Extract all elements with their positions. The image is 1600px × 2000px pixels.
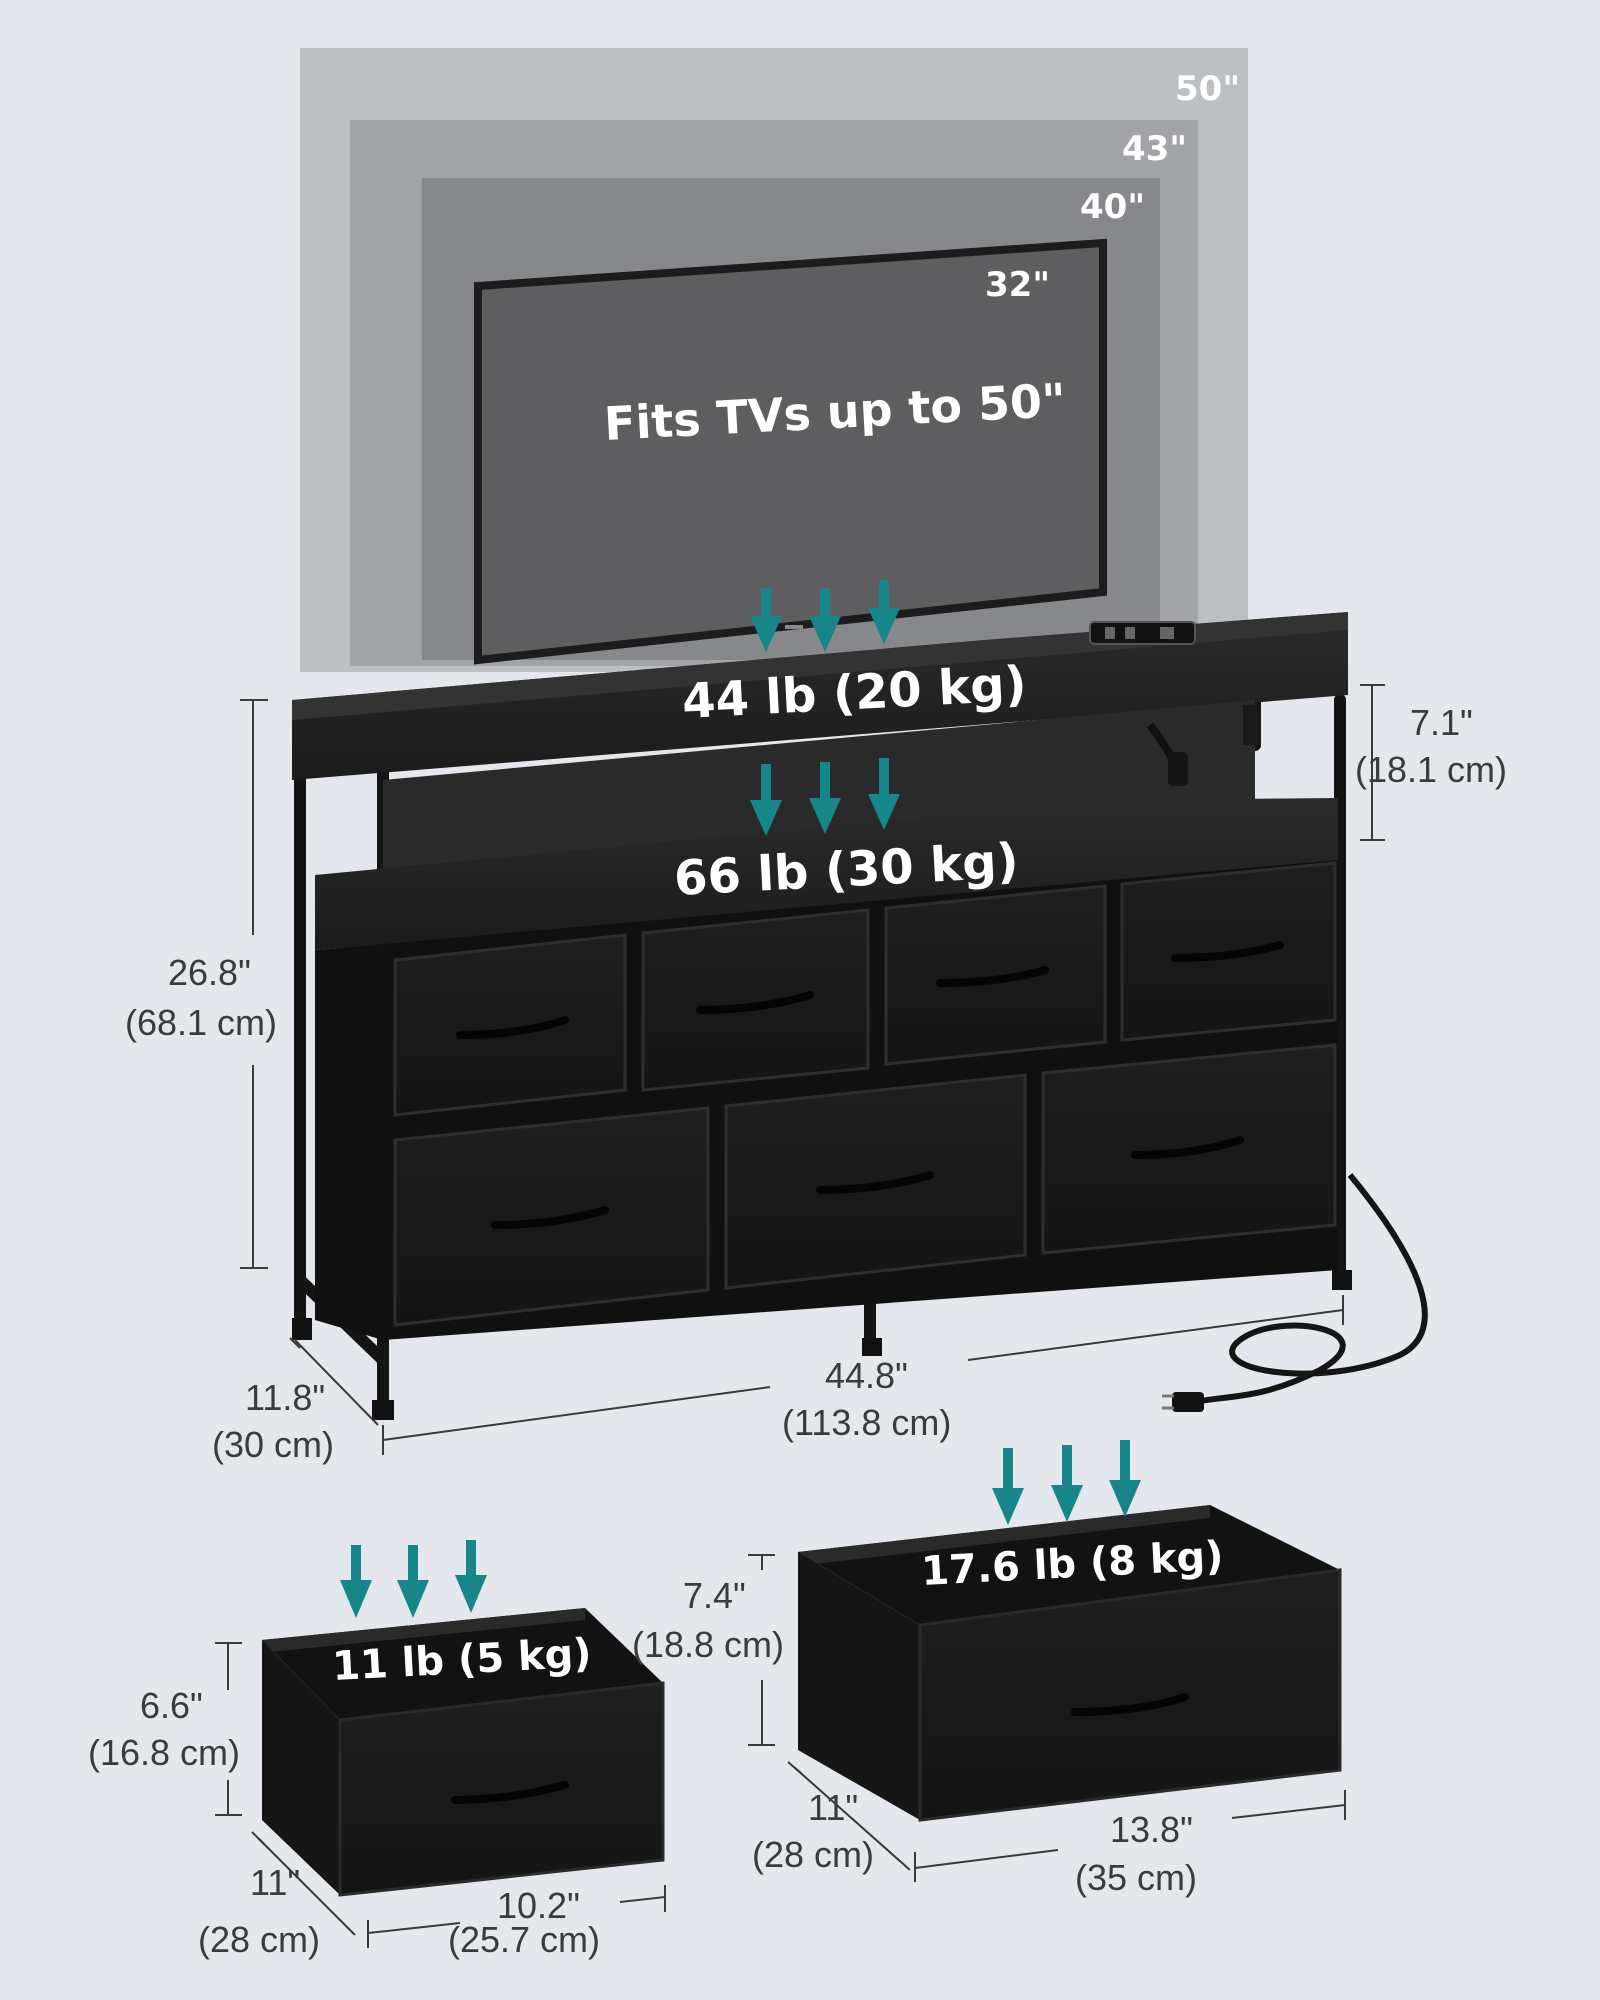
dresser (292, 612, 1428, 1420)
dresser-shelf (315, 798, 1338, 950)
large-bin-depth-cm: (28 cm) (752, 1834, 874, 1875)
power-cord (1194, 1173, 1428, 1405)
tv-size-43-label: 43" (1122, 129, 1187, 169)
large-bin-height-inches: 7.4" (683, 1575, 746, 1616)
large-bin-width-inches: 13.8" (1110, 1809, 1193, 1850)
tv-size-50-label: 50" (1175, 69, 1240, 109)
height-dimension (240, 699, 268, 1269)
width-dimension (382, 1295, 1344, 1455)
tv-size-40-label: 40" (1080, 187, 1145, 227)
drawer-upper-1 (393, 933, 627, 1117)
height-cm: (68.1 cm) (125, 1002, 277, 1043)
load-arrows-large-bin (992, 1440, 1141, 1525)
shelf-gap-inches: 7.1" (1410, 702, 1473, 743)
tv-size-32-label: 32" (985, 265, 1050, 305)
load-arrows-top (750, 580, 900, 652)
large-bin-depth-inches: 11" (808, 1787, 858, 1828)
large-bin-width-dimension (914, 1790, 1346, 1882)
shelf-gap-cm: (18.1 cm) (1355, 749, 1507, 790)
small-fabric-bin (262, 1608, 665, 1897)
large-bin-height-dimension (748, 1554, 775, 1746)
depth-dimension (289, 1337, 379, 1426)
shelf-gap-dimension (1360, 684, 1385, 841)
large-bin-width-cm: (35 cm) (1075, 1857, 1197, 1898)
drawer-upper-2 (641, 908, 870, 1092)
height-inches: 26.8" (168, 952, 251, 993)
depth-inches: 11.8" (245, 1377, 325, 1418)
width-inches: 44.8" (825, 1355, 908, 1396)
large-bin-front (918, 1568, 1342, 1822)
drawer-lower-1 (393, 1106, 710, 1327)
power-plug (1172, 1392, 1204, 1412)
large-bin-height-cm: (18.8 cm) (632, 1624, 784, 1665)
small-bin-height-dimension (215, 1642, 242, 1816)
drawer-lower-2 (724, 1073, 1027, 1290)
small-bin-width-inches: 10.2" (497, 1885, 580, 1926)
small-bin-width-cm: (25.7 cm) (448, 1919, 600, 1960)
small-bin-height-inches: 6.6" (140, 1685, 203, 1726)
large-bin-depth-dimension (787, 1761, 911, 1871)
tv-size-panels (300, 48, 1248, 672)
small-bin-depth-inches: 11" (250, 1862, 300, 1903)
drawer-upper-3 (884, 884, 1107, 1066)
tv-logo (785, 625, 803, 629)
small-bin-front (338, 1681, 665, 1897)
large-fabric-bin (798, 1505, 1342, 1822)
load-arrows-small-bin (340, 1540, 487, 1618)
dresser-top (292, 612, 1348, 780)
small-bin-width-dimension (367, 1885, 666, 1948)
load-arrows-shelf (750, 758, 900, 836)
depth-cm: (30 cm) (212, 1424, 334, 1465)
width-cm: (113.8 cm) (782, 1402, 951, 1443)
small-bin-depth-cm: (28 cm) (198, 1919, 320, 1960)
small-bin-depth-dimension (251, 1831, 356, 1936)
small-bin-height-cm: (16.8 cm) (88, 1732, 240, 1773)
tv-screen-32 (474, 238, 1107, 665)
